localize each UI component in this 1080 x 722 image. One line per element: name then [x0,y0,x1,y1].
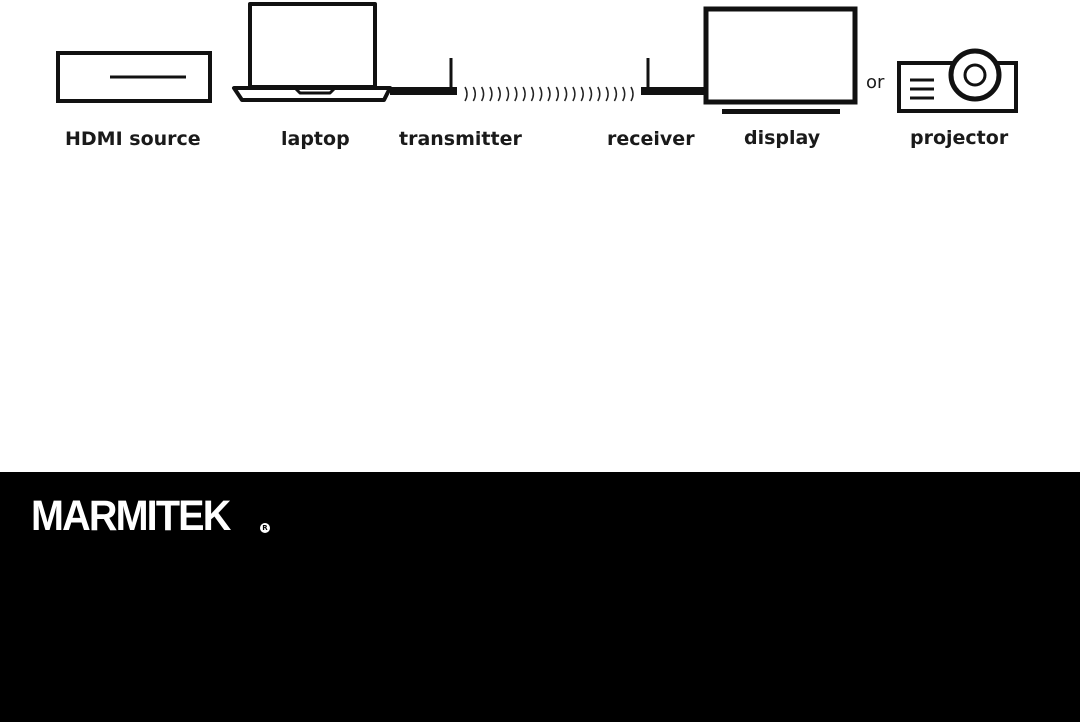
signal-arc [464,86,468,102]
label-transmitter: transmitter [399,128,522,150]
footer-banner: MARMITEK R [0,472,1080,722]
signal-arc [613,86,618,102]
label-hdmi-source: HDMI source [65,128,201,150]
display-icon [703,6,858,114]
laptop-icon [232,2,392,102]
label-laptop: laptop [281,128,350,150]
brand-logo: MARMITEK [31,492,231,540]
projector-icon [897,48,1018,113]
signal-arc [588,86,593,102]
signal-arc [605,86,609,102]
connection-diagram: HDMI source laptop transmitter receiver … [56,2,1018,150]
signal-arc [539,86,543,102]
signal-arc [489,86,493,102]
label-display: display [744,127,821,149]
hdmi-source-box-icon [56,51,212,103]
wireless-signal-icon [464,86,634,102]
signal-arc [572,86,576,102]
signal-arc [505,86,510,102]
diagram-graphics [56,2,1018,114]
signal-arc [555,86,560,102]
signal-arc [563,86,568,102]
label-projector: projector [910,127,1009,149]
signal-arc [547,86,551,102]
signal-arc [522,86,526,102]
signal-arc [480,86,485,102]
signal-arc [514,86,518,102]
signal-arc [497,86,501,102]
signal-arc [472,86,477,102]
signal-arc [597,86,601,102]
label-receiver: receiver [607,128,695,150]
signal-arc [630,86,634,102]
signal-arc [580,86,584,102]
signal-arc [622,86,626,102]
registered-mark-icon: R [260,523,270,533]
transmitter-icon [390,58,457,95]
label-or: or [866,72,885,93]
receiver-icon [641,58,707,95]
signal-arc [530,86,535,102]
